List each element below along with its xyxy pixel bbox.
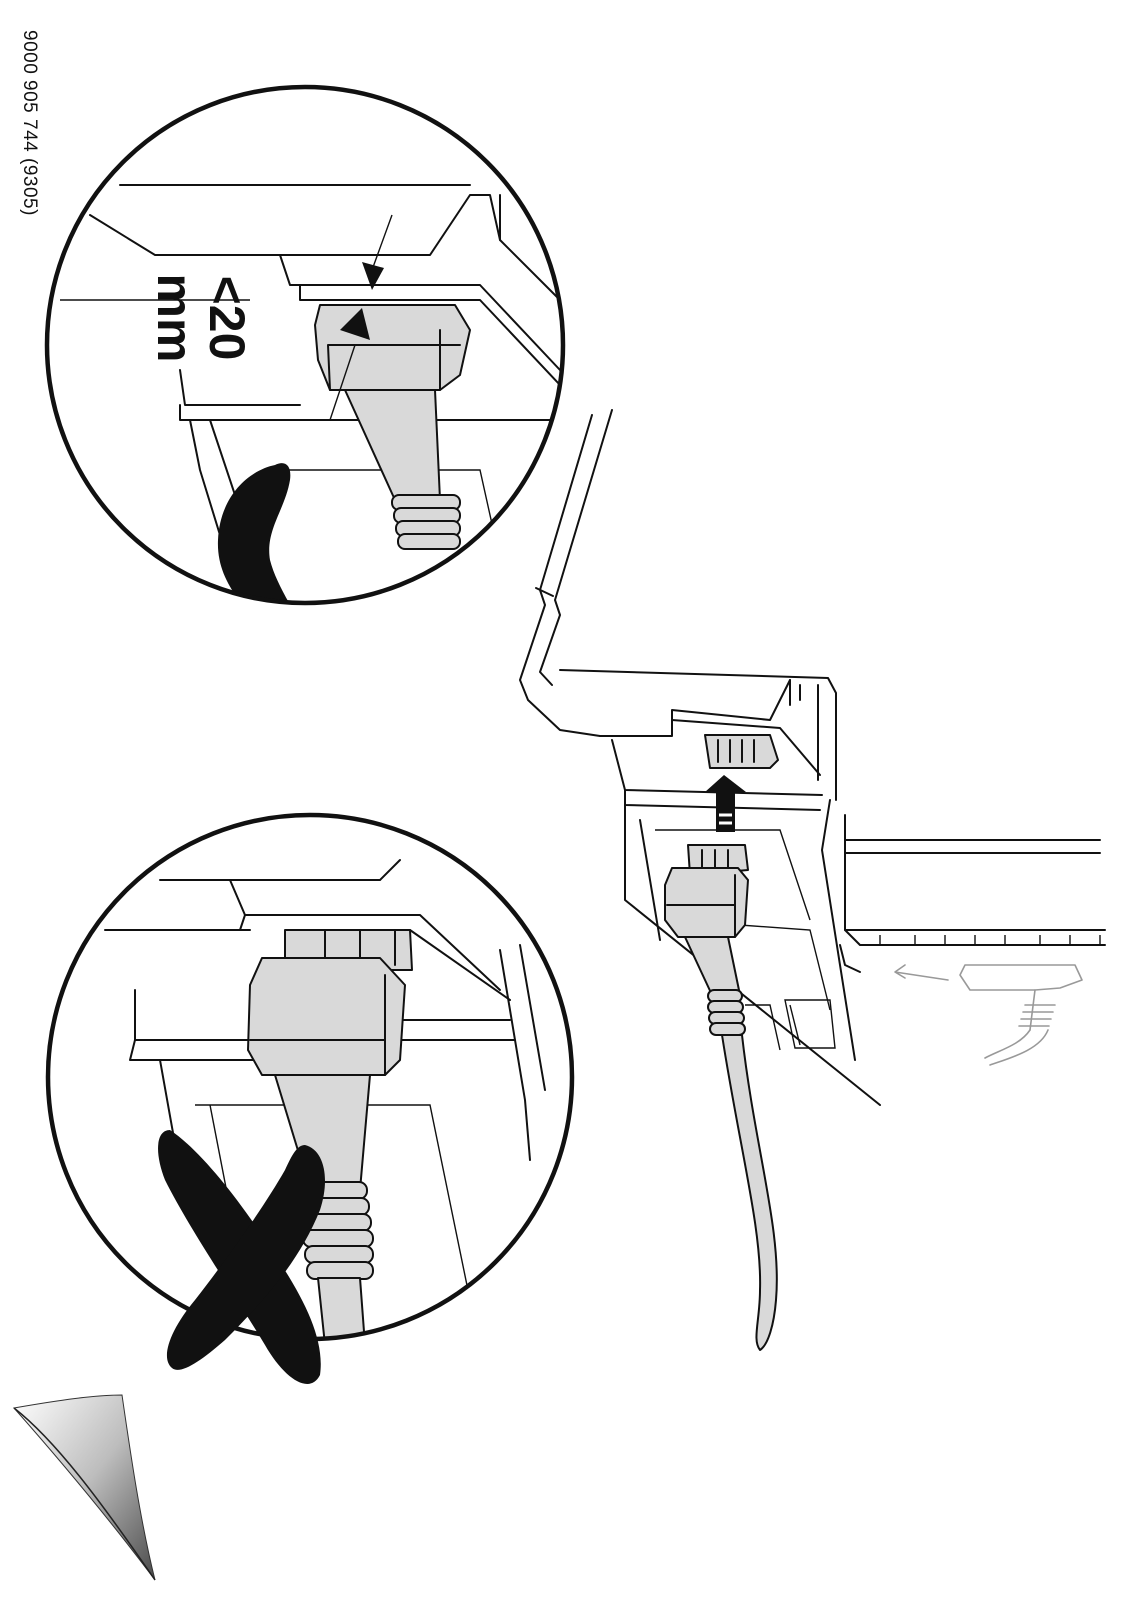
dimension-label: <20 mm bbox=[147, 274, 255, 363]
callout-incorrect-detail bbox=[48, 815, 572, 1384]
cross-mark-icon bbox=[158, 1130, 325, 1384]
insert-arrow-icon bbox=[705, 775, 746, 832]
dimension-unit: mm bbox=[147, 274, 203, 363]
dimension-value: <20 bbox=[199, 276, 255, 361]
alternate-plug-hint bbox=[895, 965, 1082, 1065]
appliance-overview bbox=[520, 410, 1105, 1350]
page-curl-icon bbox=[14, 1395, 155, 1580]
callout-correct-detail bbox=[47, 87, 563, 744]
